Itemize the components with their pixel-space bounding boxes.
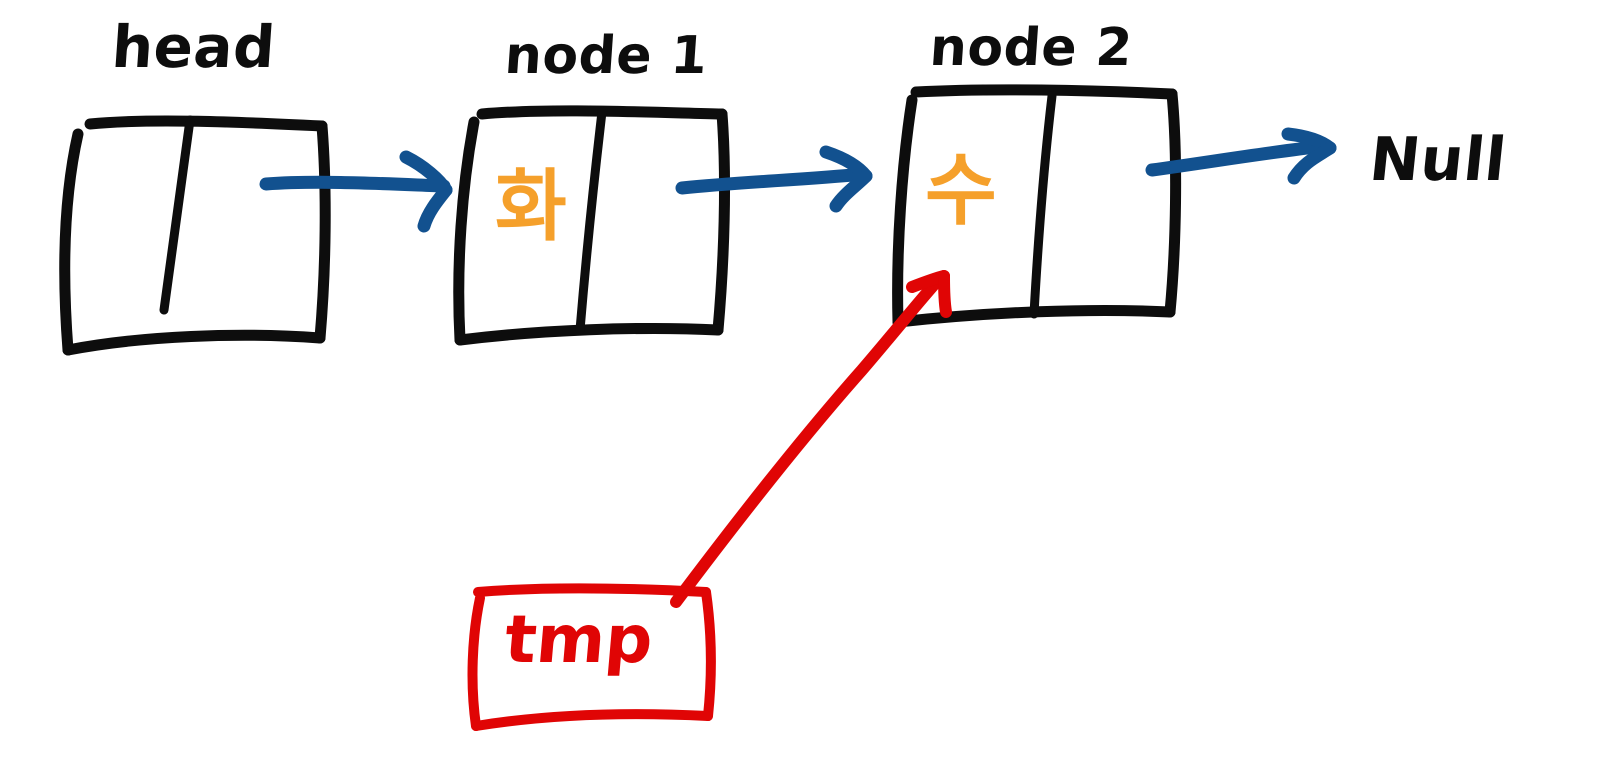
arrow-node2-to-null xyxy=(1145,127,1337,185)
node1-data-value: 화 xyxy=(495,162,567,252)
node-label-head: head xyxy=(109,13,278,81)
node-divider-node2 xyxy=(1029,91,1057,319)
arrow-node1-to-node2 xyxy=(675,145,873,213)
null-terminator-label: Null xyxy=(1366,125,1510,195)
node-label-node1: node 1 xyxy=(502,26,710,86)
node-box-node2 xyxy=(892,84,1182,328)
arrow-head-to-node1 xyxy=(259,150,453,233)
arrow-tmp-to-node2 xyxy=(670,270,952,608)
tmp-pointer-label: tmp xyxy=(501,601,656,678)
node-box-node1 xyxy=(453,105,731,346)
node-label-node2: node 2 xyxy=(927,18,1135,78)
node-divider-head xyxy=(159,115,195,315)
node-divider-node1 xyxy=(575,107,607,335)
node2-data-value: 수 xyxy=(925,146,997,236)
tmp-pointer-box xyxy=(467,583,716,731)
node-box-head xyxy=(59,115,331,356)
